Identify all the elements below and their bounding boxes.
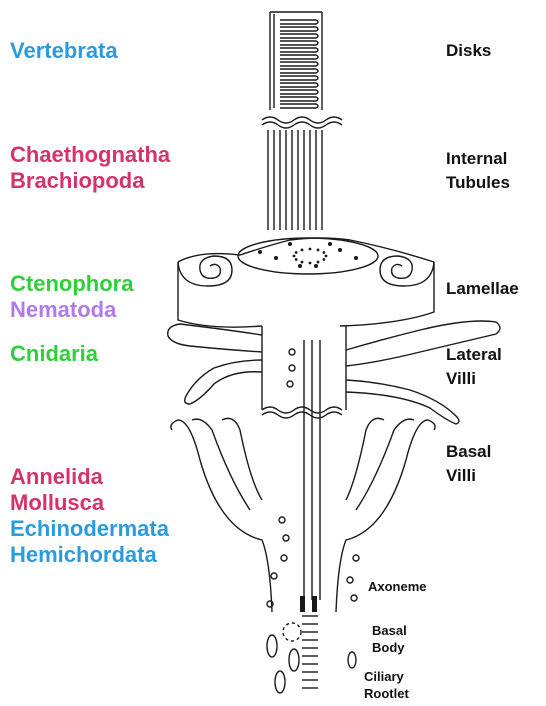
taxon-ctenophora: Ctenophora <box>10 273 133 295</box>
label-basal-villi: Villi <box>446 467 476 484</box>
label-disks: Disks <box>446 42 491 59</box>
label-rootlet: Rootlet <box>364 687 409 700</box>
taxon-brachiopoda: Brachiopoda <box>10 170 144 192</box>
label-lateral: Lateral <box>446 346 502 363</box>
lamellae-structure <box>178 238 434 327</box>
label-basal: Basal <box>446 443 491 460</box>
taxon-chaethognatha: Chaethognatha <box>10 144 170 166</box>
label-axoneme: Axoneme <box>368 580 427 593</box>
taxon-annelida: Annelida <box>10 466 103 488</box>
label-basal-body-2: Body <box>372 641 405 654</box>
label-tubules: Tubules <box>446 174 510 191</box>
internal-tubules <box>268 130 322 230</box>
taxon-hemichordata: Hemichordata <box>10 544 157 566</box>
taxon-cnidaria: Cnidaria <box>10 343 98 365</box>
basal-body-rootlet <box>267 596 356 693</box>
taxon-mollusca: Mollusca <box>10 492 104 514</box>
taxon-nematoda: Nematoda <box>10 299 116 321</box>
label-lateral-villi: Villi <box>446 370 476 387</box>
taxon-vertebrata: Vertebrata <box>10 40 118 62</box>
taxon-echinodermata: Echinodermata <box>10 518 169 540</box>
label-basal-body-1: Basal <box>372 624 407 637</box>
label-ciliary: Ciliary <box>364 670 404 683</box>
axoneme-lines <box>304 340 320 600</box>
label-internal: Internal <box>446 150 507 167</box>
disk-stack <box>270 12 322 110</box>
label-lamellae: Lamellae <box>446 280 519 297</box>
